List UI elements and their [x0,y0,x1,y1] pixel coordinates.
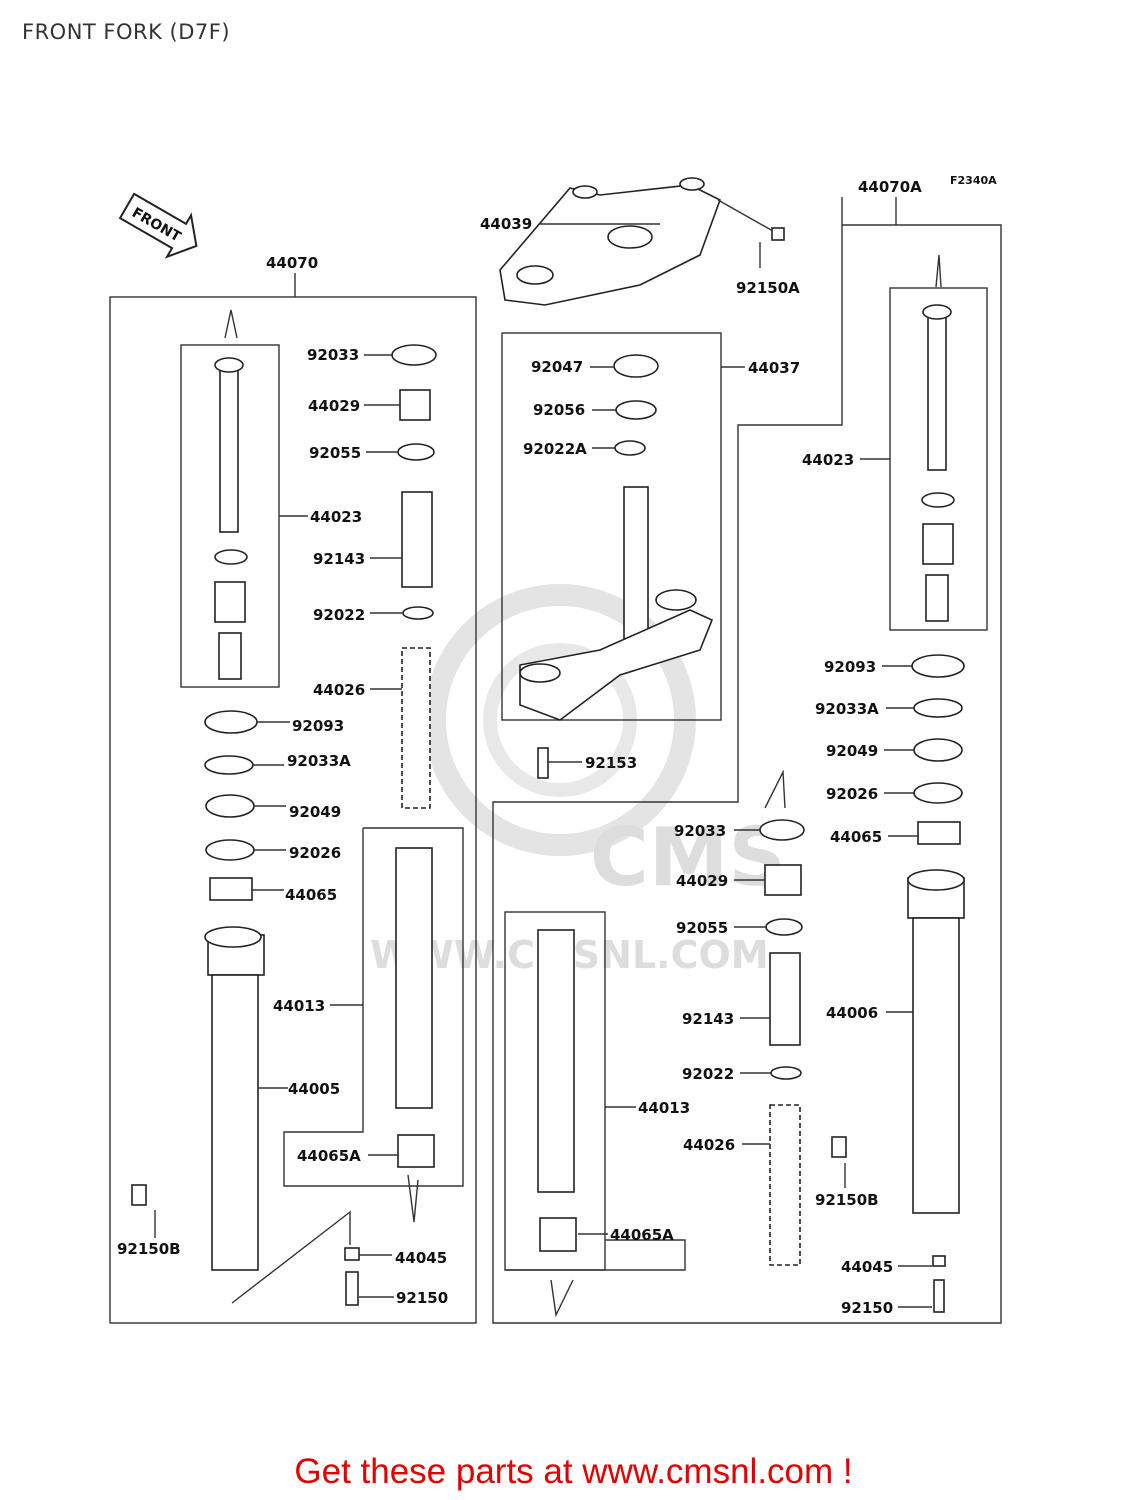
label-left-44029: 44029 [308,397,360,415]
label-left-44065A: 44065A [297,1147,361,1165]
label-right-44065: 44065 [830,828,882,846]
label-right-92026: 92026 [826,785,878,803]
label-left-92022: 92022 [313,606,365,624]
group-frames [109,197,1002,1324]
label-left-92033: 92033 [307,346,359,364]
stem-frame [501,332,722,721]
label-right-92093: 92093 [824,658,876,676]
left-cartridge-frame [283,827,464,1187]
label-92150A: 92150A [736,279,800,297]
label-left-92049: 92049 [289,803,341,821]
label-left-92150: 92150 [396,1289,448,1307]
label-right-92055: 92055 [676,919,728,937]
label-right-44006: 44006 [826,1004,878,1022]
label-right-92143: 92143 [682,1010,734,1028]
label-right-44065A: 44065A [610,1226,674,1244]
part-labels: 44070 44070A 44039 92150A 44037 92047 92… [117,178,922,1317]
label-right-44045: 44045 [841,1258,893,1276]
label-44039: 44039 [480,215,532,233]
label-left-44005: 44005 [288,1080,340,1098]
label-right-92033: 92033 [674,822,726,840]
watermark-brand: CMS [590,811,786,904]
label-left-44045: 44045 [395,1249,447,1267]
right-fork-frame [492,197,1002,1324]
label-92056: 92056 [533,401,585,419]
label-left-44013: 44013 [273,997,325,1015]
promo-link[interactable]: Get these parts at www.cmsnl.com ! [294,1452,853,1491]
right-parts [537,304,965,1313]
label-44037: 44037 [748,359,800,377]
front-arrow-badge: FRONT [118,192,198,259]
left-parts [131,344,437,1306]
label-left-44023: 44023 [310,508,362,526]
steering-stem [519,354,714,779]
label-left-92093: 92093 [292,717,344,735]
label-right-44023: 44023 [802,451,854,469]
label-left-92055: 92055 [309,444,361,462]
label-left-44065: 44065 [285,886,337,904]
label-44070: 44070 [266,254,318,272]
label-left-92033A: 92033A [287,752,351,770]
label-right-92033A: 92033A [815,700,879,718]
label-right-92150B: 92150B [815,1191,879,1209]
upper-triple-clamp [499,177,785,306]
label-right-92049: 92049 [826,742,878,760]
label-92047: 92047 [531,358,583,376]
label-left-92150B: 92150B [117,1240,181,1258]
parts-diagram: CMS WWW.CMSNL.COM FRONT F2340A [109,174,1002,1324]
reference-code: F2340A [950,174,997,187]
label-right-92150: 92150 [841,1299,893,1317]
label-left-92026: 92026 [289,844,341,862]
label-left-92143: 92143 [313,550,365,568]
label-92022A: 92022A [523,440,587,458]
label-92153: 92153 [585,754,637,772]
label-right-92022: 92022 [682,1065,734,1083]
leader-lines [154,223,932,1308]
label-right-44026: 44026 [683,1136,735,1154]
label-left-44026: 44026 [313,681,365,699]
label-right-44029: 44029 [676,872,728,890]
left-fork-frame [109,296,477,1324]
label-right-44013: 44013 [638,1099,690,1117]
label-44070A: 44070A [858,178,922,196]
page-title: FRONT FORK (D7F) [22,20,231,44]
